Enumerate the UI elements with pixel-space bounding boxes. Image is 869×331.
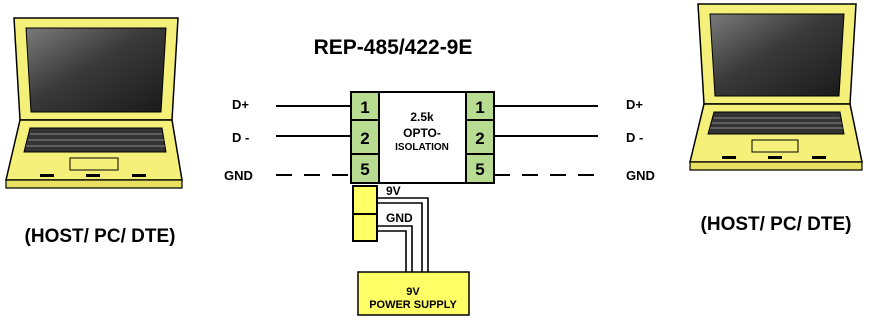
left-terminal-block [350, 91, 380, 184]
power-wires [377, 197, 429, 272]
power-terminal-label: GND [386, 211, 413, 225]
power-terminal-block [352, 185, 378, 242]
left-signal-label: GND [224, 168, 253, 183]
right-pin-label: 5 [475, 160, 484, 179]
right-signal-label: GND [626, 168, 655, 183]
power-supply-label: POWER SUPPLY [369, 299, 457, 311]
isolation-label: ISOLATION [395, 142, 449, 153]
right-pin-label: 2 [475, 129, 484, 148]
right-terminal-block [465, 91, 495, 184]
left-pin-label: 2 [360, 129, 369, 148]
right-pin-label: 1 [475, 98, 484, 117]
power-supply-voltage: 9V [406, 286, 420, 298]
power-supply-box [357, 271, 470, 316]
power-terminal-label: 9V [386, 184, 401, 198]
left-host-label: (HOST/ PC/ DTE) [25, 226, 176, 247]
left-pin-label: 5 [360, 160, 369, 179]
isolation-type: OPTO- [403, 126, 441, 140]
device-title: REP-485/422-9E [314, 36, 473, 59]
right-host-label: (HOST/ PC/ DTE) [701, 214, 852, 235]
left-laptop-icon [5, 17, 183, 189]
right-laptop-icon [689, 3, 863, 171]
right-signal-label: D - [626, 130, 643, 145]
right-signal-label: D+ [626, 97, 643, 112]
left-signal-label: D - [232, 130, 249, 145]
isolation-rating: 2.5k [410, 110, 434, 124]
left-pin-label: 1 [360, 98, 369, 117]
left-signal-label: D+ [232, 97, 249, 112]
